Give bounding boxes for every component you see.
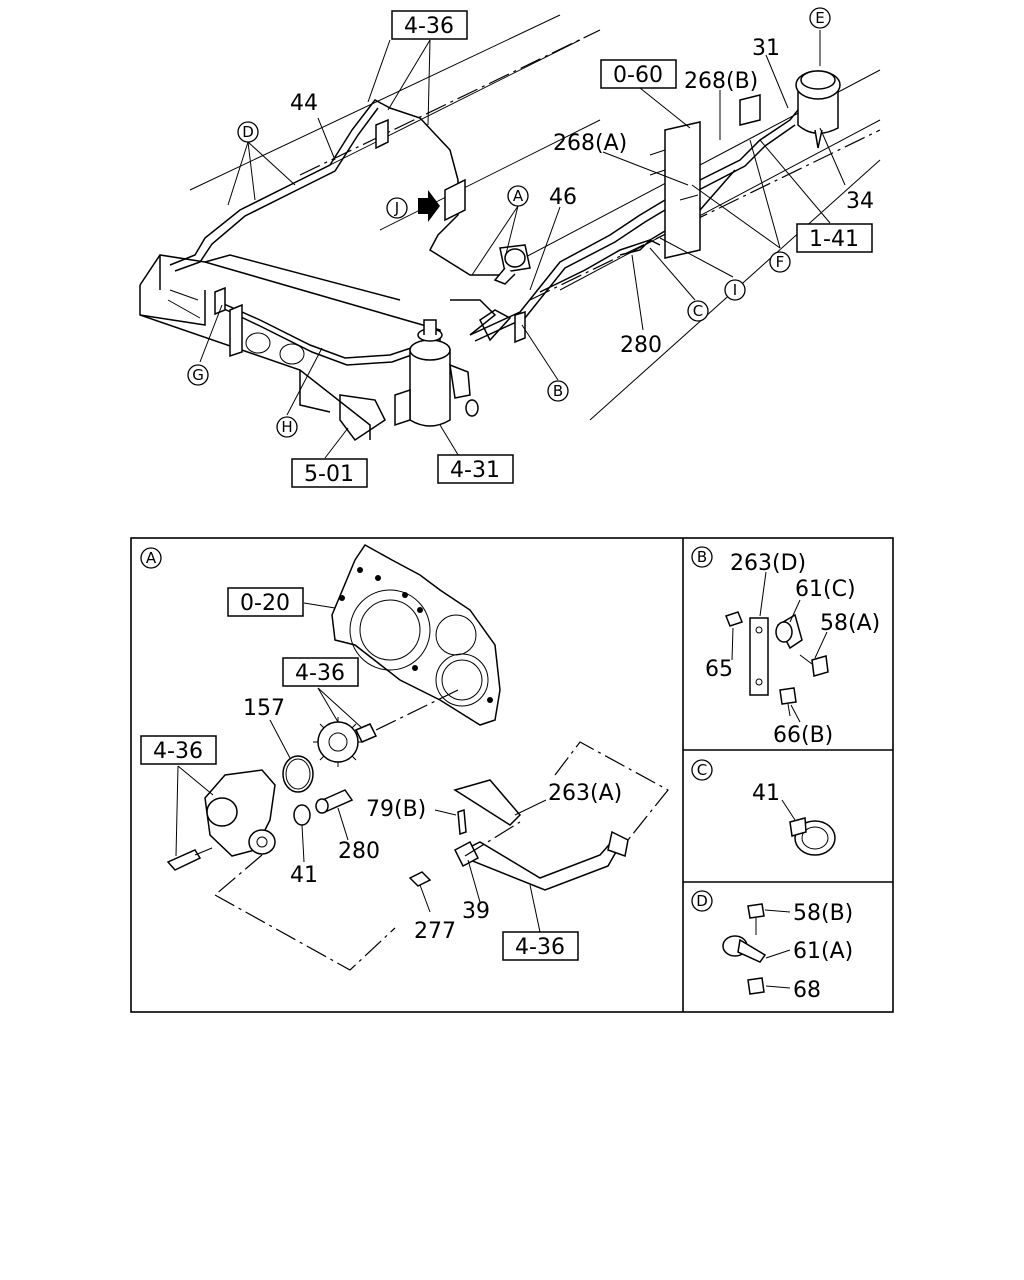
ref-box-4-36-top: 4-36: [391, 10, 468, 40]
svg-text:J: J: [394, 199, 399, 217]
svg-text:C: C: [693, 302, 703, 320]
part-label-263a: 263(A): [548, 781, 622, 806]
svg-text:4-36: 4-36: [515, 935, 565, 960]
ref-label: 0-60: [613, 63, 663, 88]
part-label-263d: 263(D): [730, 551, 806, 576]
svg-text:B: B: [697, 548, 707, 566]
callout-c: C: [687, 300, 709, 322]
ref-box-5-01: 5-01: [291, 458, 368, 488]
ref-label: 5-01: [304, 462, 354, 487]
callout-a: A: [507, 185, 529, 207]
brackets: [214, 94, 761, 358]
ref-box-1-41: 1-41: [796, 223, 873, 253]
panel-d: D: [691, 890, 791, 995]
svg-text:4-36: 4-36: [295, 661, 345, 686]
part-label-268b: 268(B): [684, 69, 758, 94]
booster-valve-a: [493, 244, 531, 285]
part-label-58b: 58(B): [793, 901, 853, 926]
svg-text:H: H: [281, 418, 292, 436]
ref-label: 4-31: [450, 458, 500, 483]
leader-lines: [199, 30, 846, 459]
svg-text:I: I: [733, 281, 737, 299]
svg-text:B: B: [553, 382, 563, 400]
svg-text:A: A: [146, 549, 157, 567]
panel-a-leaders: [175, 602, 547, 933]
part-label-58a: 58(A): [820, 611, 880, 636]
svg-text:C: C: [697, 761, 707, 779]
part-label-157: 157: [243, 696, 285, 721]
callout-i: I: [724, 279, 746, 301]
brake-pipes: [169, 99, 799, 366]
callout-g: G: [187, 364, 209, 386]
part-label-61a: 61(A): [793, 939, 853, 964]
panel-a-ref-0-20: 0-20: [227, 587, 304, 617]
svg-text:D: D: [242, 123, 254, 141]
chassis-frame: [139, 14, 881, 442]
part-label-280: 280: [620, 333, 662, 358]
part-label-31: 31: [752, 36, 780, 61]
reservoir: [795, 70, 841, 149]
part-label-46: 46: [549, 185, 577, 210]
part-label-68: 68: [793, 978, 821, 1003]
panel-a-ref-4-36-pump: 4-36: [140, 735, 217, 765]
panel-b-letter: B: [691, 546, 713, 568]
callout-h: H: [276, 416, 298, 438]
callout-d: D: [237, 121, 259, 143]
panel-a-letter: A: [140, 547, 162, 569]
ref-box-0-60: 0-60: [600, 59, 677, 89]
part-label-65: 65: [705, 657, 733, 682]
part-label-39: 39: [462, 899, 490, 924]
part-label-79b: 79(B): [366, 797, 426, 822]
svg-text:D: D: [696, 892, 708, 910]
svg-text:G: G: [192, 366, 204, 384]
part-label-34: 34: [846, 189, 874, 214]
direction-arrow-j-icon: [418, 190, 440, 222]
ref-label: 4-36: [404, 14, 454, 39]
ref-label: 1-41: [809, 227, 859, 252]
callout-b: B: [547, 380, 569, 402]
detail-panels-frame: [130, 537, 894, 1013]
svg-text:0-20: 0-20: [240, 591, 290, 616]
ref-box-4-31: 4-31: [437, 454, 514, 484]
part-label-61c: 61(C): [795, 577, 856, 602]
part-label-268a: 268(A): [553, 131, 627, 156]
callout-j: J: [386, 197, 408, 219]
part-label-280-a: 280: [338, 839, 380, 864]
panel-d-letter: D: [691, 890, 713, 912]
panel-b: B: [691, 546, 829, 723]
panel-a: A: [140, 544, 669, 971]
callout-f: F: [769, 251, 791, 273]
svg-text:F: F: [776, 253, 785, 271]
svg-text:A: A: [513, 187, 524, 205]
callout-e: E: [809, 7, 831, 29]
master-cylinder-4-31: [394, 319, 479, 427]
svg-text:4-36: 4-36: [153, 739, 203, 764]
panel-a-ref-4-36-pipe: 4-36: [502, 931, 579, 961]
panel-c-letter: C: [691, 759, 713, 781]
part-label-41-c: 41: [752, 781, 780, 806]
part-label-277: 277: [414, 919, 456, 944]
part-label-66b: 66(B): [773, 723, 833, 748]
part-label-44: 44: [290, 91, 318, 116]
part-label-41-a: 41: [290, 863, 318, 888]
svg-text:E: E: [815, 9, 824, 27]
panel-c: C: [691, 759, 836, 856]
panel-a-ref-4-36-sprocket: 4-36: [282, 657, 359, 687]
